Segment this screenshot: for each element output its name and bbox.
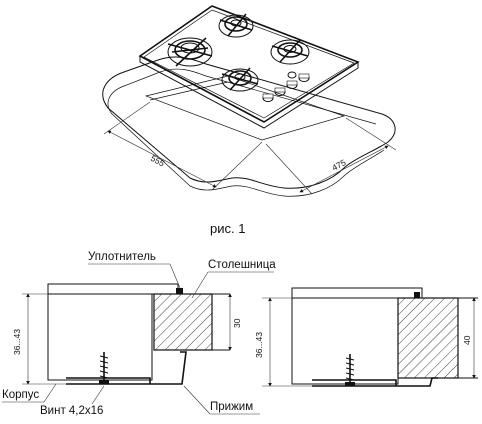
screw — [99, 352, 109, 384]
section-left: 36...43 30 Уплотнитель Столешница Корпус… — [2, 251, 276, 417]
label-countertop: Столешница — [208, 259, 276, 271]
label-seal: Уплотнитель — [88, 251, 156, 263]
label-screw: Винт 4,2х16 — [40, 405, 103, 417]
seal — [176, 288, 183, 294]
countertop-section-right — [397, 297, 459, 379]
countertop-cutout — [144, 75, 346, 141]
label-clamp: Прижим — [210, 401, 253, 413]
countertop-section — [153, 293, 213, 351]
figure-caption: рис. 1 — [210, 221, 245, 236]
section-right: 36...43 40 — [254, 287, 478, 387]
burner-rear — [218, 13, 254, 38]
burner-right — [270, 39, 310, 65]
dimension-width: 555 — [103, 101, 263, 191]
dim-top-thickness-left: 30 — [232, 318, 242, 328]
dim-body-height-left: 36...43 — [12, 329, 22, 355]
hob-body-right — [291, 297, 399, 385]
hob-top-plate-right — [291, 287, 423, 299]
hob-top-plate — [47, 283, 179, 295]
control-knobs — [262, 71, 310, 102]
hob-body — [47, 293, 153, 381]
hob-glass-top — [138, 5, 360, 123]
countertop-outline — [102, 56, 396, 189]
dim-475-label: 475 — [330, 157, 347, 173]
hob-isometric-view: 555 475 — [102, 5, 397, 197]
burner-large — [167, 37, 213, 67]
burner-front — [221, 67, 259, 92]
dimension-depth: 475 — [265, 117, 397, 195]
dim-body-height-right: 36...43 — [254, 332, 264, 358]
screw-right — [345, 354, 355, 386]
label-body: Корпус — [2, 389, 39, 401]
dim-top-thickness-right: 40 — [462, 335, 472, 345]
